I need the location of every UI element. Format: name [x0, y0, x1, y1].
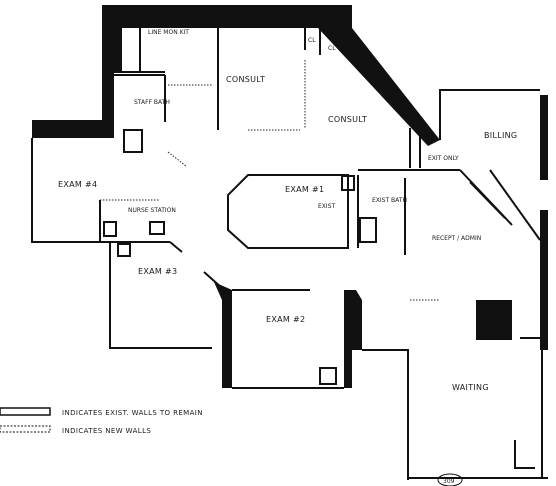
- exam3-label: EXAM #3: [138, 267, 177, 276]
- page-number: 309: [443, 478, 455, 485]
- exam4-label: EXAM #4: [58, 180, 97, 189]
- right-exterior-wall-lower: [540, 210, 548, 350]
- legend-existing-label: INDICATES EXIST. WALLS TO REMAIN: [62, 409, 203, 417]
- recept-diagonal-2: [489, 169, 541, 241]
- consult-label-a: CONSULT: [226, 75, 265, 84]
- waiting-label: WAITING: [452, 383, 489, 392]
- legend-existing-swatch: [0, 407, 51, 416]
- exam3-door: [203, 271, 223, 289]
- consult-label-b: CONSULT: [328, 115, 367, 124]
- diagonal-exterior-wall: [318, 5, 440, 146]
- exam1-sink: [341, 175, 355, 191]
- staff-bath-label: STAFF BATH: [134, 99, 170, 106]
- exam2-label: EXAM #2: [266, 315, 305, 324]
- waiting-left-wall: [362, 349, 409, 480]
- waiting-closet: [514, 440, 535, 469]
- diagonal-new-wall: [167, 151, 187, 167]
- top-exterior-wall: [102, 5, 352, 72]
- recept-counter: [469, 181, 506, 219]
- exist-bath-label: EXIST BATH: [372, 197, 407, 204]
- page-number-circle: [437, 473, 463, 486]
- billing-label: BILLING: [484, 131, 517, 140]
- closet-label-b: CL: [328, 45, 336, 52]
- exit-only-label: EXIT ONLY: [428, 155, 459, 162]
- exam3-wall: [109, 242, 212, 349]
- kit-label: LINE MON KIT: [148, 29, 189, 36]
- billing-wall: [439, 89, 540, 140]
- sink-fixture: [123, 129, 143, 153]
- sink-fixture-2: [103, 221, 117, 237]
- exam2-right-wall: [344, 290, 362, 388]
- right-exterior-wall: [540, 95, 548, 180]
- column-block: [476, 300, 512, 340]
- exam4-wall: [31, 138, 100, 243]
- sink-fixture-3: [149, 221, 165, 235]
- exam4-top-wall: [32, 120, 114, 138]
- exam4-door: [169, 241, 183, 253]
- recept-admin-label: RECEPT / ADMIN: [432, 235, 481, 242]
- nurse-station-label: NURSE STATION: [128, 207, 176, 214]
- exam1-label: EXAM #1: [285, 185, 324, 194]
- exist-label: EXIST: [318, 203, 335, 210]
- closet-label-a: CL: [308, 37, 316, 44]
- legend-new-swatch: [0, 425, 51, 433]
- exam2-sink: [319, 367, 337, 385]
- legend-new-label: INDICATES NEW WALLS: [62, 427, 151, 435]
- exam3-sink: [117, 243, 131, 257]
- exist-bath-fixture: [359, 217, 377, 243]
- staff-bath-wall: [102, 72, 114, 122]
- exam2-left-wall: [214, 282, 232, 388]
